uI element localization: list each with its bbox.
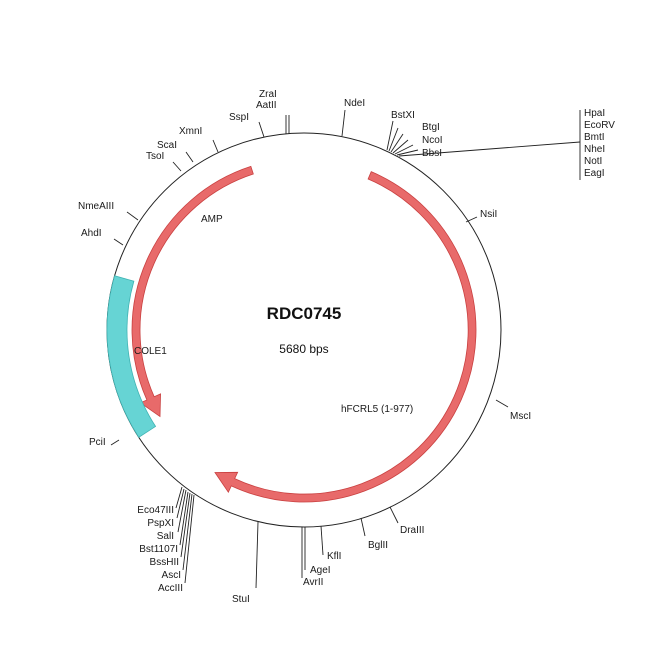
- site-label[interactable]: SalI: [157, 531, 174, 542]
- site-label[interactable]: BglII: [368, 540, 388, 551]
- feature-hfcrl5-arrow[interactable]: [214, 171, 477, 503]
- site-label[interactable]: Eco47III: [137, 505, 174, 516]
- site-label[interactable]: BbsI: [422, 148, 442, 159]
- site-label[interactable]: AatII: [256, 100, 277, 111]
- site-label[interactable]: TsoI: [146, 151, 164, 162]
- site-label[interactable]: MscI: [510, 411, 531, 422]
- site-label[interactable]: Bst1107I: [139, 544, 178, 555]
- site-label[interactable]: PciI: [89, 437, 106, 448]
- site-label[interactable]: AhdI: [81, 228, 102, 239]
- site-group-label[interactable]: EagI: [584, 168, 605, 179]
- site-group-labels: HpaI EcoRV BmtI NheI NotI EagI: [584, 108, 615, 179]
- site-label[interactable]: BssHII: [150, 557, 179, 568]
- feature-amp-arrow[interactable]: [131, 165, 254, 418]
- site-label[interactable]: XmnI: [179, 126, 202, 137]
- feature-label-amp: AMP: [201, 214, 223, 225]
- site-label[interactable]: KflI: [327, 551, 341, 562]
- site-label[interactable]: BtgI: [422, 122, 440, 133]
- site-label[interactable]: StuI: [232, 594, 250, 605]
- site-labels: ZraI AatII SspI XmnI ScaI TsoI NmeAIII A…: [78, 89, 531, 605]
- site-label[interactable]: AvrII: [303, 577, 323, 588]
- feature-label-cole1: COLE1: [134, 346, 167, 357]
- site-label[interactable]: ScaI: [157, 140, 177, 151]
- site-group-label[interactable]: BmtI: [584, 132, 605, 143]
- site-ticks: [110, 109, 581, 589]
- site-group-label[interactable]: EcoRV: [584, 120, 615, 131]
- site-label[interactable]: DraIII: [400, 525, 424, 536]
- plasmid-backbone: [106, 132, 502, 528]
- site-label[interactable]: SspI: [229, 112, 249, 123]
- feature-cole1-block[interactable]: [106, 275, 157, 438]
- site-label[interactable]: AscI: [162, 570, 181, 581]
- site-label[interactable]: ZraI: [259, 89, 277, 100]
- site-label[interactable]: NcoI: [422, 135, 443, 146]
- site-group-label[interactable]: NheI: [584, 144, 605, 155]
- site-group-label[interactable]: HpaI: [584, 108, 605, 119]
- site-label[interactable]: NdeI: [344, 98, 365, 109]
- site-label[interactable]: AgeI: [310, 565, 331, 576]
- site-label[interactable]: PspXI: [147, 518, 174, 529]
- site-label[interactable]: BstXI: [391, 110, 415, 121]
- site-label[interactable]: NsiI: [480, 209, 497, 220]
- site-label[interactable]: AccIII: [158, 583, 183, 594]
- feature-label-hfcrl5: hFCRL5 (1-977): [341, 404, 413, 415]
- site-label[interactable]: NmeAIII: [78, 201, 114, 212]
- site-group-label[interactable]: NotI: [584, 156, 602, 167]
- plasmid-size: 5680 bps: [279, 342, 328, 356]
- plasmid-name: RDC0745: [267, 304, 342, 323]
